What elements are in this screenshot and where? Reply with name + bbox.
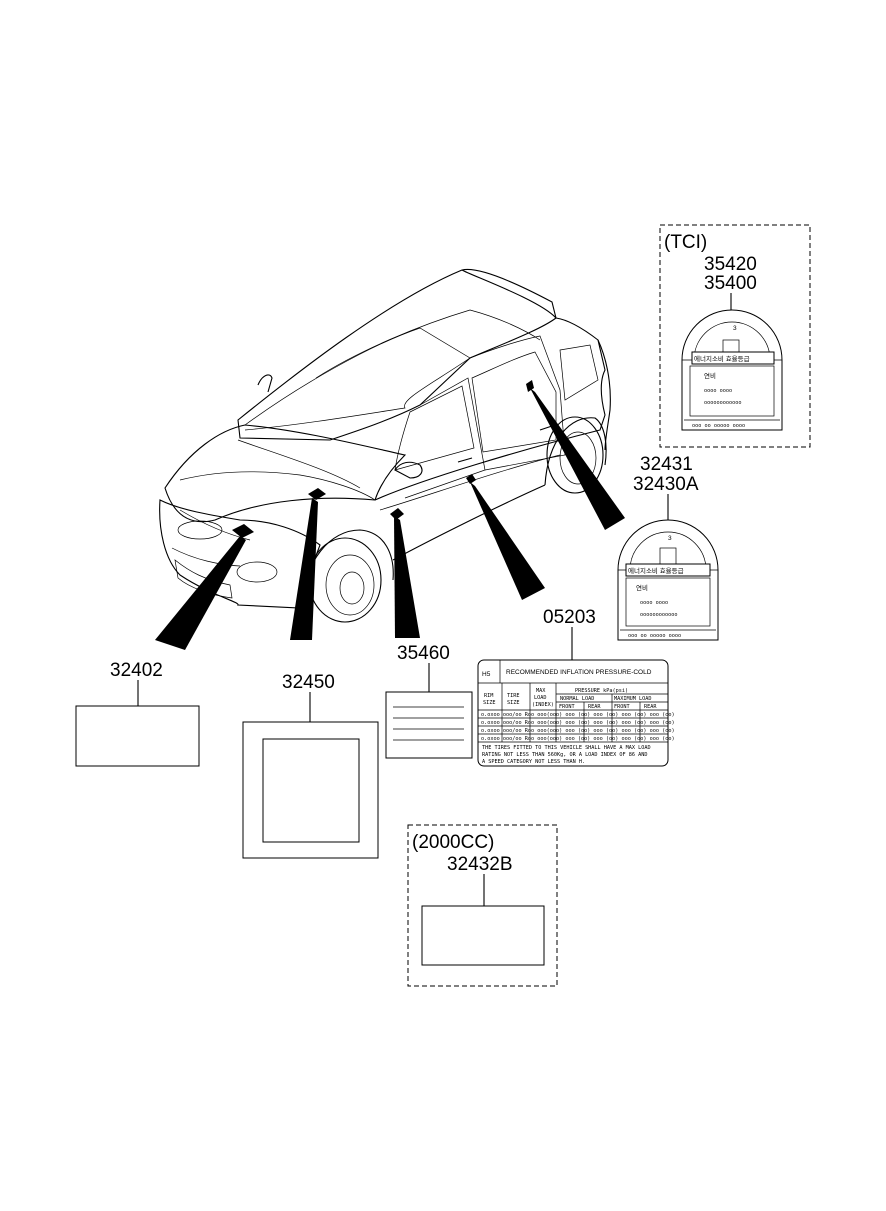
svg-text:ooo oo ooooo oooo: ooo oo ooooo oooo xyxy=(692,423,745,429)
part-number-32450: 32450 xyxy=(282,672,335,693)
part-number-05203: 05203 xyxy=(543,607,596,628)
svg-text:연비: 연비 xyxy=(636,583,648,592)
col-index: (INDEX) xyxy=(532,702,554,708)
svg-text:o.oxoo ooo/oo Roo ooo(ooo) ooo: o.oxoo ooo/oo Roo ooo(ooo) ooo (oo) ooo … xyxy=(481,728,675,734)
energy-label-main: 3 에너지소비 효율등급 연비 oooo oooo oooooooooooo o… xyxy=(617,519,719,641)
tire-pressure-label-group: 05203 H5 RECOMMENDED INFLATION PRESSURE-… xyxy=(477,607,675,767)
energy-title: 에너지소비 효율등급 xyxy=(694,354,750,363)
label-32402-group: 32402 xyxy=(75,660,200,767)
svg-text:oooo oooo: oooo oooo xyxy=(640,600,668,606)
tire-pressure-label: H5 RECOMMENDED INFLATION PRESSURE-COLD R… xyxy=(477,659,675,767)
group-label-tci: (TCI) xyxy=(664,232,707,253)
part-number-32430a: 32430A xyxy=(633,474,699,495)
label-35460 xyxy=(385,691,473,759)
tire-label-header: H5 xyxy=(482,671,491,678)
col-pressure: PRESSURE kPa(psi) xyxy=(575,688,628,694)
tire-label-footer-2: RATING NOT LESS THAN 560Kg, OR A LOAD IN… xyxy=(482,752,648,758)
energy-label-tci: 3 에너지소비 효율등급 연비 oooo oooo oooooooooooo o… xyxy=(681,309,783,431)
leader-wedges xyxy=(155,388,625,650)
tire-label-footer-1: THE TIRES FITTED TO THIS VEHICLE SHALL H… xyxy=(482,745,651,751)
col-rear-1: REAR xyxy=(588,704,601,710)
col-tire: TIRE xyxy=(507,693,520,699)
part-number-32432b: 32432B xyxy=(447,854,513,875)
label-35460-group: 35460 xyxy=(385,643,473,759)
tci-group: (TCI) 35420 35400 3 에너지소비 효율등급 연비 oooo o… xyxy=(659,224,811,448)
col-maximum: MAXIMUM LOAD xyxy=(614,696,651,702)
part-number-35460: 35460 xyxy=(397,643,450,664)
col-tire-size: SIZE xyxy=(507,700,520,706)
svg-text:oooooooooooo: oooooooooooo xyxy=(640,612,677,618)
group-label-2000cc: (2000CC) xyxy=(412,832,494,853)
energy-grade: 3 xyxy=(733,325,737,332)
svg-text:o.oxoo ooo/oo Roo ooo(ooo) ooo: o.oxoo ooo/oo Roo ooo(ooo) ooo (oo) ooo … xyxy=(481,720,675,726)
tire-label-title: RECOMMENDED INFLATION PRESSURE-COLD xyxy=(506,669,652,676)
label-32402 xyxy=(75,705,200,767)
part-number-35420: 35420 xyxy=(704,254,757,275)
svg-text:oooo oooo: oooo oooo xyxy=(704,388,732,394)
svg-text:o.oxoo ooo/oo Roo ooo(ooo) ooo: o.oxoo ooo/oo Roo ooo(ooo) ooo (oo) ooo … xyxy=(481,736,675,742)
col-rear-2: REAR xyxy=(644,704,657,710)
label-32450-group: 32450 xyxy=(242,672,379,859)
energy-label-group: 32431 32430A 3 에너지소비 효율등급 연비 oooo oooo o… xyxy=(617,454,719,641)
label-32432b xyxy=(421,905,545,966)
car-label-markers xyxy=(232,380,534,538)
cc2000-group: (2000CC) 32432B xyxy=(407,824,558,987)
energy-fuel: 연비 xyxy=(704,371,716,380)
col-front-2: FRONT xyxy=(614,704,630,710)
part-number-32402: 32402 xyxy=(110,660,163,681)
part-number-35400: 35400 xyxy=(704,273,757,294)
col-max: MAX xyxy=(536,688,546,694)
svg-text:에너지소비 효율등급: 에너지소비 효율등급 xyxy=(628,566,684,575)
svg-text:oooooooooooo: oooooooooooo xyxy=(704,400,741,406)
tire-label-footer-3: A SPEED CATEGORY NOT LESS THAN H. xyxy=(482,759,585,765)
svg-text:ooo oo ooooo oooo: ooo oo ooooo oooo xyxy=(628,633,681,639)
col-rim-size: SIZE xyxy=(483,700,496,706)
col-normal: NORMAL LOAD xyxy=(560,696,594,702)
col-load: LOAD xyxy=(534,695,547,701)
svg-text:3: 3 xyxy=(668,535,672,542)
part-number-32431: 32431 xyxy=(640,454,693,475)
col-rim: RIM xyxy=(484,693,493,699)
svg-text:o.oxoo ooo/oo Roo ooo(ooo) ooo: o.oxoo ooo/oo Roo ooo(ooo) ooo (oo) ooo … xyxy=(481,712,675,718)
col-front-1: FRONT xyxy=(559,704,575,710)
